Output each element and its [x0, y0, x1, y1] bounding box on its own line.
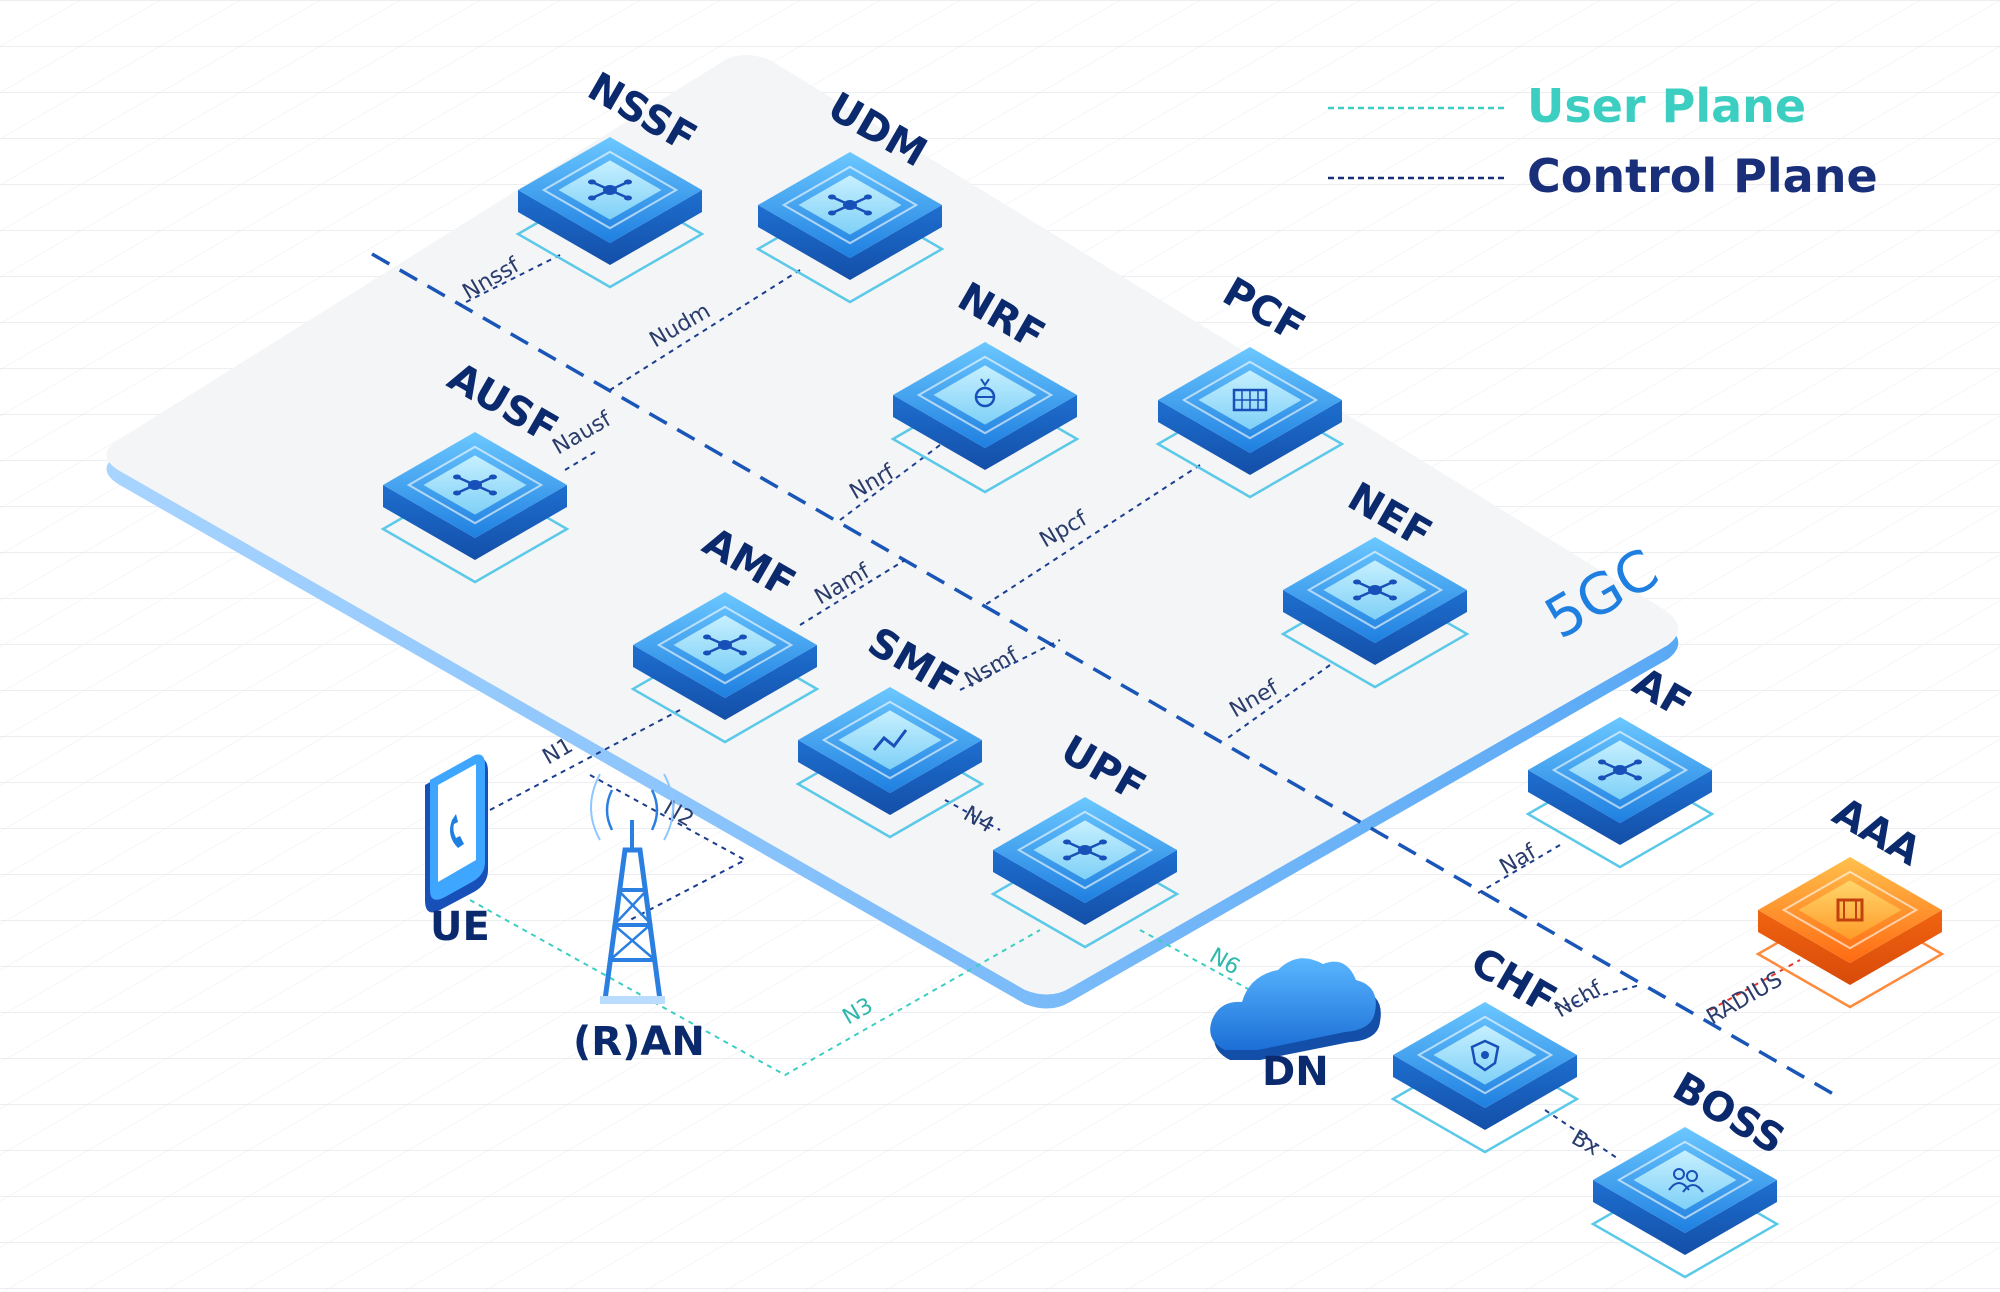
- drone-icon: [1598, 759, 1642, 781]
- 5gc-platform: 5GC: [106, 55, 1679, 1009]
- drone-icon: [703, 634, 747, 656]
- link-nnssf: [459, 254, 561, 306]
- shield-icon: [1470, 1039, 1500, 1072]
- link-namf: [799, 559, 906, 626]
- af-node: AF: [1525, 659, 1715, 869]
- link-ue-ran-n3: [469, 899, 1041, 1077]
- aaa-node: AAA: [1755, 789, 1945, 1009]
- link-nsmf: [959, 639, 1061, 691]
- dn-label: DN: [1262, 1049, 1329, 1095]
- link-npcf: [984, 464, 1201, 606]
- link-n6: [1139, 929, 1251, 991]
- link-naf: [1474, 844, 1561, 896]
- link-n2: [589, 774, 748, 921]
- drone-icon: [453, 474, 497, 496]
- link-nudm: [609, 269, 801, 391]
- service-bus-line: [371, 252, 1836, 1097]
- dn-cloud-icon: [1210, 958, 1381, 1060]
- ue-label: UE: [430, 904, 490, 950]
- chart-icon: [872, 729, 908, 751]
- people-icon: [1668, 1168, 1704, 1193]
- drone-icon: [1353, 579, 1397, 601]
- drone-icon: [1063, 839, 1107, 861]
- link-nchf: [1554, 984, 1641, 1009]
- grid-icon: [1232, 388, 1268, 412]
- legend-user-plane-label: User Plane: [1527, 79, 1806, 133]
- globe-icon: [974, 378, 996, 408]
- hub-icon: [588, 179, 632, 201]
- ran-label: (R)AN: [573, 1019, 705, 1065]
- user-plane-links: [469, 899, 1251, 1077]
- ran-tower: [590, 773, 674, 1004]
- link-nnef: [1224, 664, 1331, 741]
- link-radius: [1709, 959, 1801, 1011]
- chip-icon: [1836, 898, 1864, 922]
- amf-node: AMF: [630, 519, 820, 744]
- phone-call-icon: [450, 814, 464, 848]
- drone-icon: [828, 194, 872, 216]
- ue-device: [425, 754, 488, 913]
- link-n4: [944, 799, 1001, 831]
- control-plane-links: [459, 254, 1641, 1161]
- legend-control-plane-label: Control Plane: [1527, 149, 1878, 203]
- udm-node: UDM: [755, 84, 945, 304]
- legend: User Plane Control Plane: [1328, 79, 1878, 203]
